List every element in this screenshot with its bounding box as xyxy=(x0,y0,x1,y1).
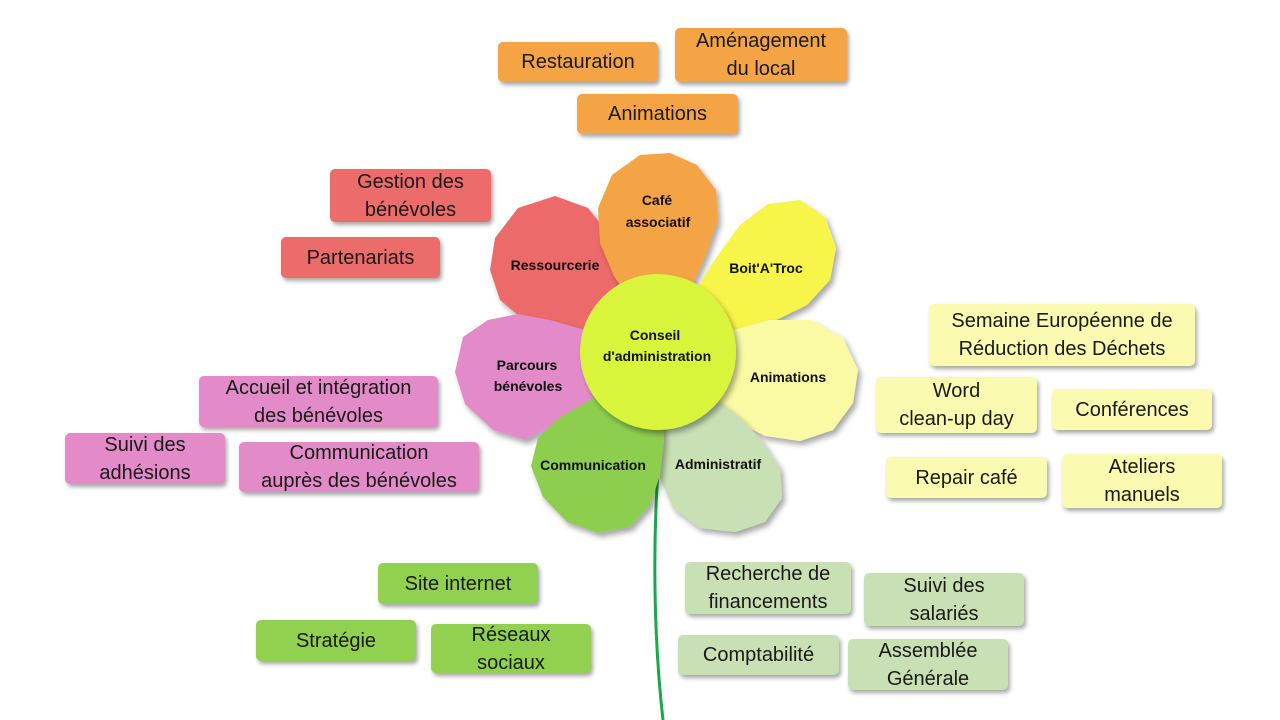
petal-label-ressourcerie: Ressourcerie xyxy=(511,257,600,273)
tag-communication-site: Site internet xyxy=(378,563,538,604)
tag-animations-semaine: Semaine Européenne de Réduction des Déch… xyxy=(929,304,1195,366)
tag-animations-conferences: Conférences xyxy=(1052,389,1212,430)
tag-ressourcerie-gestion: Gestion des bénévoles xyxy=(330,169,491,222)
petal-label-boit: Boit'A'Troc xyxy=(729,260,803,276)
petal-cafe xyxy=(598,153,718,352)
tag-parcours-suivi: Suivi des adhésions xyxy=(65,433,225,484)
petal-label-communication: Communication xyxy=(540,457,646,473)
tag-animations-word: Word clean-up day xyxy=(876,377,1037,433)
tag-animations-ateliers: Ateliers manuels xyxy=(1062,454,1222,508)
tag-communication-strategie: Stratégie xyxy=(256,620,416,661)
tag-parcours-accueil: Accueil et intégration des bénévoles xyxy=(199,376,438,427)
tag-parcours-communication: Communication auprès des bénévoles xyxy=(239,442,479,492)
petal-label-administratif: Administratif xyxy=(675,456,762,472)
tag-cafe-amenagement: Aménagement du local xyxy=(675,28,847,82)
tag-administratif-comptabilite: Comptabilité xyxy=(678,635,839,675)
tag-communication-reseaux: Réseaux sociaux xyxy=(431,624,591,674)
tag-animations-repair: Repair café xyxy=(886,457,1047,498)
tag-administratif-suivi: Suivi des salariés xyxy=(864,573,1024,626)
tag-administratif-assemblee: Assemblée Générale xyxy=(848,639,1008,690)
tag-ressourcerie-partenariats: Partenariats xyxy=(281,237,440,278)
tag-administratif-recherche: Recherche de financements xyxy=(685,562,851,614)
petal-label-animations: Animations xyxy=(750,369,826,385)
center-circle xyxy=(580,274,736,430)
tag-cafe-animations: Animations xyxy=(577,94,738,134)
flower-stem xyxy=(653,469,665,720)
tag-cafe-restauration: Restauration xyxy=(498,42,658,82)
